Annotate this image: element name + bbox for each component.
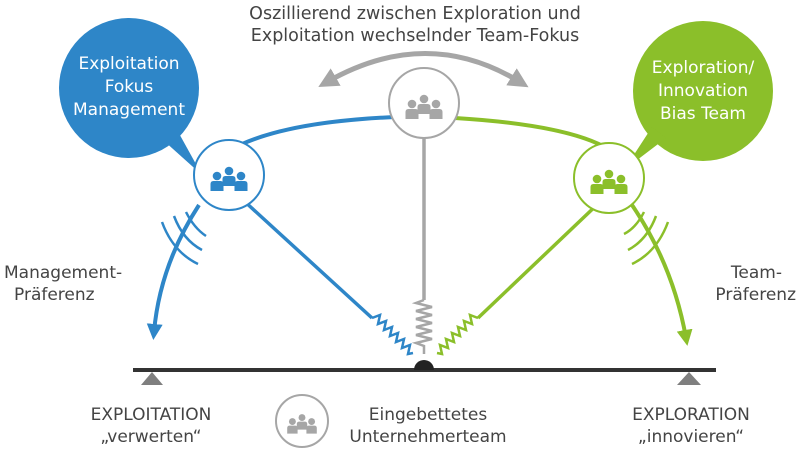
- team-icon-green: [573, 142, 645, 214]
- green-spring: [436, 313, 479, 356]
- blue-pendulum: [241, 198, 374, 320]
- team-icon-grey: [388, 67, 460, 139]
- diagram-title: Oszillierend zwischen Exploration und Ex…: [205, 3, 625, 47]
- bubble-left-line-1: Exploitation: [78, 54, 180, 74]
- bubble-right-line-1: Exploration/: [651, 58, 755, 78]
- team-icon-blue: [193, 139, 265, 211]
- label-exploitation: EXPLOITATION „verwerten“: [66, 404, 236, 448]
- exploitation-title: EXPLOITATION: [90, 405, 212, 425]
- bubble-left-shape: [59, 18, 202, 175]
- title-line-2: Exploitation wechselnder Team-Fokus: [250, 26, 580, 46]
- legend-label: Eingebettetes Unternehmerteam: [338, 404, 518, 448]
- exploitation-subtitle: „verwerten“: [100, 427, 202, 447]
- grey-spring: [411, 298, 433, 354]
- label-left-line-1: Management-: [4, 263, 123, 283]
- exploration-title: EXPLORATION: [632, 405, 750, 425]
- fulcrum-left: [141, 372, 163, 385]
- label-exploration: EXPLORATION „innovieren“: [606, 404, 776, 448]
- title-line-1: Oszillierend zwischen Exploration und: [249, 4, 581, 24]
- legend-line-1: Eingebettetes: [368, 405, 488, 425]
- label-team-preference: Team- Präferenz: [680, 262, 796, 306]
- blue-spring: [371, 313, 414, 356]
- bubble-right-line-3: Bias Team: [660, 104, 746, 124]
- bubble-left-line-2: Fokus: [104, 77, 154, 97]
- green-pendulum: [476, 198, 604, 320]
- blue-arc: [229, 115, 396, 152]
- green-arc: [454, 116, 612, 152]
- label-left-line-2: Präferenz: [14, 285, 95, 305]
- label-right-line-2: Präferenz: [715, 285, 796, 305]
- oscillation-arrow: [318, 51, 529, 88]
- pivot: [414, 360, 434, 370]
- legend-line-2: Unternehmerteam: [349, 427, 507, 447]
- bubble-right-text: Exploration/ Innovation Bias Team: [633, 57, 773, 126]
- exploration-subtitle: „innovieren“: [637, 427, 745, 447]
- green-arc-arrow: [630, 203, 693, 346]
- legend-team-icon: [275, 394, 329, 448]
- bubble-left-line-3: Management: [73, 100, 185, 120]
- left-vibration-marks: [160, 211, 207, 266]
- bubble-left-text: Exploitation Fokus Management: [59, 53, 199, 122]
- right-vibration-marks: [623, 211, 670, 266]
- label-right-line-1: Team-: [730, 263, 782, 283]
- label-management-preference: Management- Präferenz: [4, 262, 154, 306]
- fulcrum-right: [677, 372, 701, 385]
- bubble-right-line-2: Innovation: [657, 81, 748, 101]
